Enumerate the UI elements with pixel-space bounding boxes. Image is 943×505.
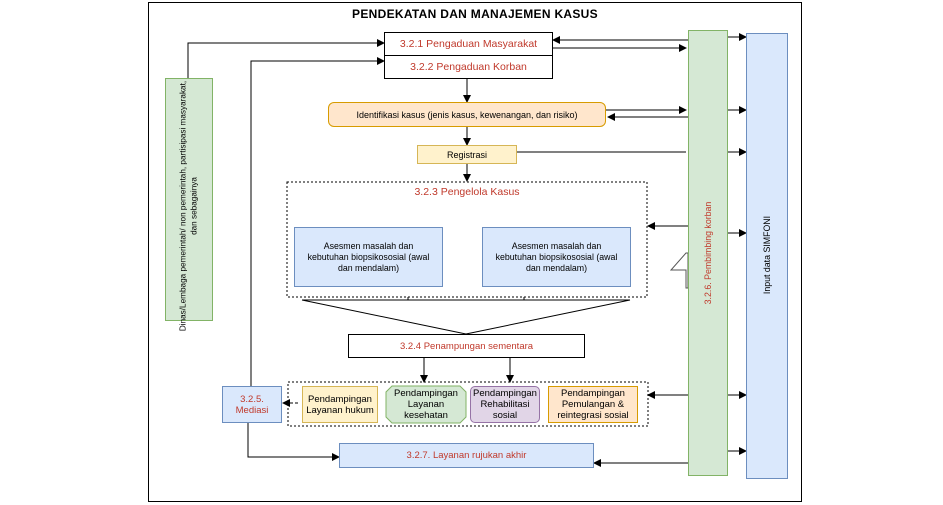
funnel-right [465,299,631,335]
simfoni-label: Input data SIMFONI [762,215,772,295]
pengelola-label: 3.2.3 Pengelola Kasus [414,186,520,198]
rehabilitasi-box: Pendampingan Rehabilitasi sosial [470,386,540,423]
edge-mediasi-to-rujukan [247,423,340,461]
dinas-box [165,78,213,321]
layanan-kesehatan-label: Pendampingan Layanan kesehatan [394,388,458,421]
pemulangan-box: Pendampingan Pemulangan & reintegrasi so… [548,386,638,423]
penampungan-box: 3.2.4 Penampungan sementara [348,334,585,358]
dinas-label: Dinas/Lembaga pemerintah/ non pemerintah… [178,80,199,332]
pengaduan-masyarakat-box: 3.2.1 Pengaduan Masyarakat [384,32,553,56]
kesehatan-shape [385,385,467,424]
asesmen-box-1: Asesmen masalah dan kebutuhan biopsikoso… [294,227,443,287]
layanan-hukum-box: Pendampingan Layanan hukum [302,386,378,423]
edge-mediasi-pendampingan-arrowhead [282,399,290,407]
pengelola-container [286,181,648,298]
diagram-title: PENDEKATAN DAN MANAJEMEN KASUS [352,7,598,21]
pembimbing-label: 3.2.6. Pembimbing korban [703,201,713,305]
hollow-arrow [669,252,689,289]
funnel-left [301,299,467,335]
registrasi-box: Registrasi [417,145,517,164]
pendampingan-container [287,381,649,427]
edge-mediasi-to-pengaduan-korban [250,57,385,386]
mediasi-box: 3.2.5. Mediasi [222,386,282,423]
rujukan-box: 3.2.7. Layanan rujukan akhir [339,443,594,468]
pengaduan-korban-box: 3.2.2 Pengaduan Korban [384,55,553,79]
pembimbing-box [688,30,728,476]
simfoni-box [746,33,788,479]
asesmen-box-2: Asesmen masalah dan kebutuhan biopsikoso… [482,227,631,287]
identifikasi-box: Identifikasi kasus (jenis kasus, kewenan… [328,102,606,127]
diagram-frame [148,2,802,502]
edge-dinas-to-pengaduan [187,39,385,78]
